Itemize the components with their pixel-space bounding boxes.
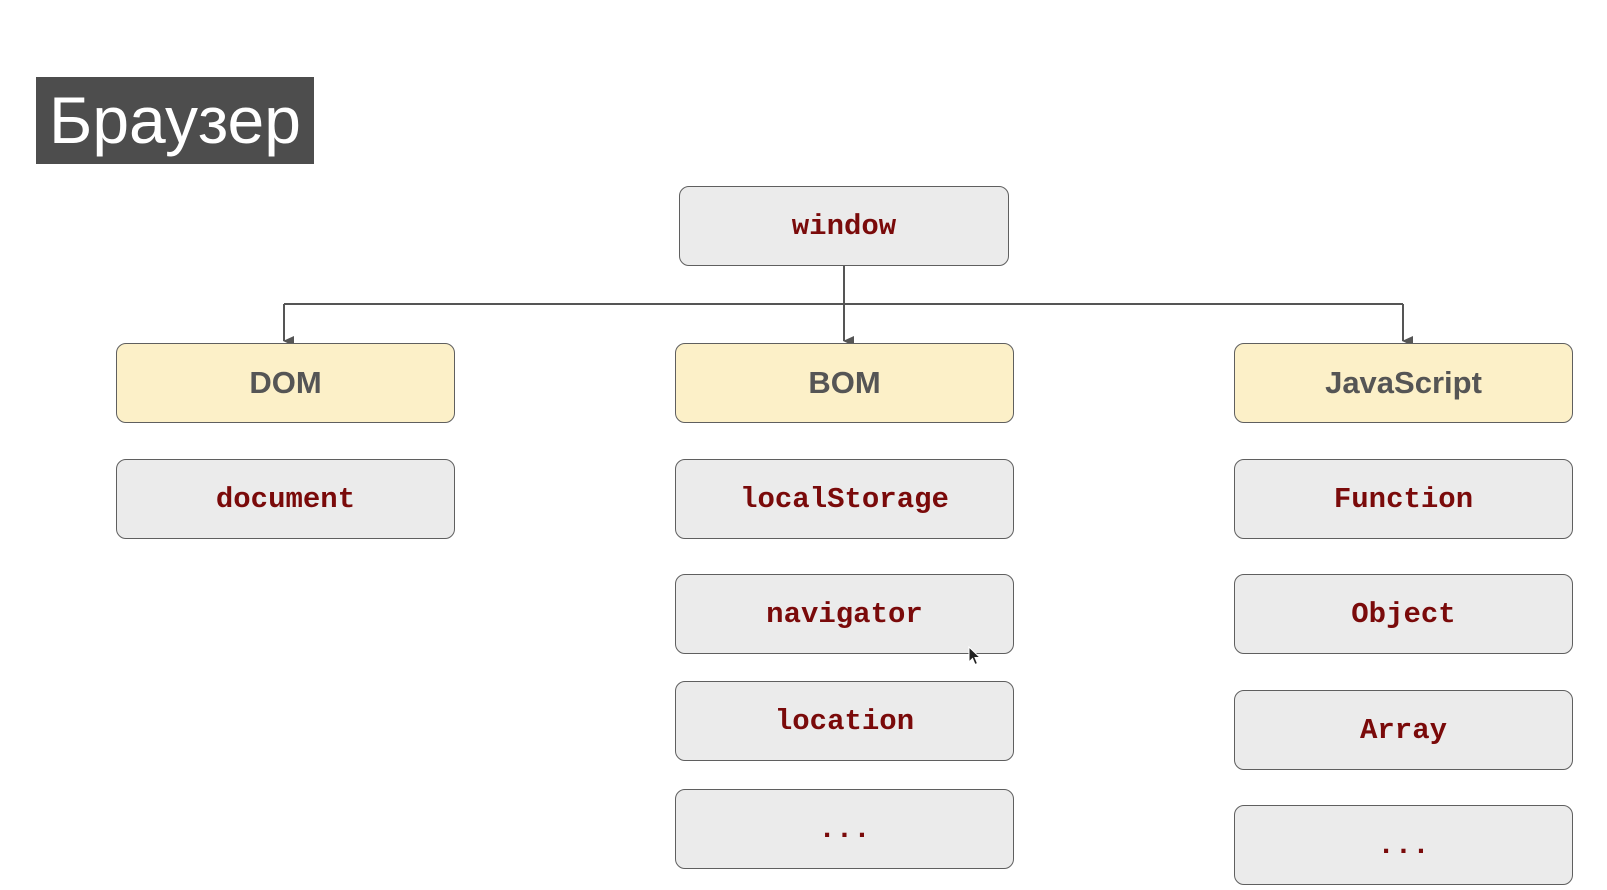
function-node: Function <box>1234 459 1573 539</box>
bom-more-node: ... <box>675 789 1014 869</box>
mouse-pointer-icon <box>968 646 982 666</box>
dom-group-label: DOM <box>249 365 322 400</box>
location-label: location <box>774 704 915 738</box>
location-node: location <box>675 681 1014 761</box>
array-label: Array <box>1359 713 1447 747</box>
document-label: document <box>215 482 356 516</box>
object-label: Object <box>1351 597 1456 631</box>
localstorage-label: localStorage <box>740 482 949 516</box>
navigator-node: navigator <box>675 574 1014 654</box>
javascript-group: JavaScript <box>1234 343 1573 423</box>
document-node: document <box>116 459 455 539</box>
window-node: window <box>679 186 1009 266</box>
array-node: Array <box>1234 690 1573 770</box>
bom-more-label: ... <box>818 812 871 846</box>
navigator-label: navigator <box>766 597 923 631</box>
slide-title: Браузер <box>36 77 314 164</box>
javascript-more-label: ... <box>1377 828 1430 862</box>
function-label: Function <box>1333 482 1474 516</box>
object-node: Object <box>1234 574 1573 654</box>
bom-group: BOM <box>675 343 1014 423</box>
dom-group: DOM <box>116 343 455 423</box>
bom-group-label: BOM <box>808 365 881 400</box>
window-label: window <box>791 209 897 243</box>
javascript-group-label: JavaScript <box>1325 365 1482 400</box>
javascript-more-node: ... <box>1234 805 1573 885</box>
localstorage-node: localStorage <box>675 459 1014 539</box>
